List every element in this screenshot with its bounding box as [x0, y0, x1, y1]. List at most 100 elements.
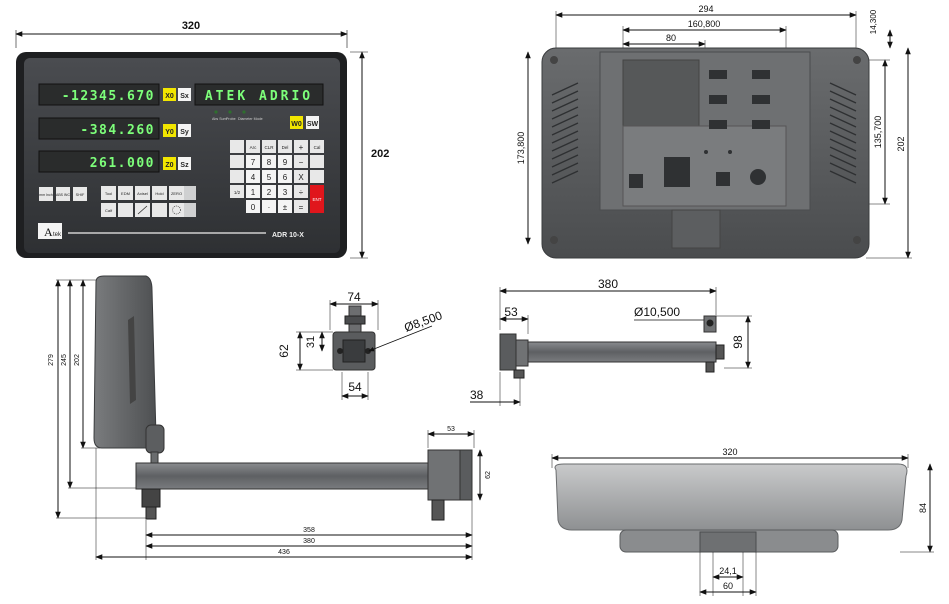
enter-key-label: ENT [313, 197, 322, 202]
circle-key[interactable] [169, 203, 184, 217]
folder-key[interactable] [118, 203, 133, 217]
rear-height2-label: 135,700 [873, 116, 883, 149]
mm-inch-key[interactable] [39, 187, 53, 201]
rear-width3-label: 80 [666, 33, 676, 43]
key-multiply[interactable] [294, 170, 308, 183]
key-4[interactable] [246, 170, 260, 183]
power-socket [664, 157, 690, 187]
arrow-up-key[interactable] [184, 186, 196, 200]
shift-y-key[interactable] [178, 124, 191, 137]
key-3[interactable] [278, 185, 292, 198]
port-6 [752, 120, 770, 129]
hold-key[interactable] [152, 186, 167, 200]
front-view: 320 202 -12345.670 X0 Sx ATEK ADRIO Abs … [15, 20, 389, 259]
keypad-fn-2[interactable] [230, 155, 244, 168]
key-6[interactable] [278, 170, 292, 183]
key-equals-label: = [299, 203, 304, 212]
keypad-plus-key[interactable] [294, 140, 308, 153]
keypad-arc-key[interactable] [246, 140, 260, 153]
key-6-label: 6 [283, 173, 288, 182]
w-key[interactable] [290, 116, 303, 129]
status-label-diameter: Diameter Mode [238, 117, 263, 121]
keypad-del-label: Del [282, 145, 289, 150]
key-3-label: 3 [283, 188, 288, 197]
enter-key[interactable] [310, 185, 324, 213]
side-grip [128, 316, 136, 404]
axis-x-key[interactable] [163, 88, 176, 101]
key-2[interactable] [262, 185, 276, 198]
key-func-b[interactable] [310, 170, 324, 183]
sw-key-label: SW [307, 121, 319, 128]
arm-length-label: 380 [598, 277, 618, 291]
edm-key[interactable] [118, 186, 133, 200]
bracket-view: 74 62 31 54 Ø8,500 [277, 290, 444, 400]
arrow-down-key[interactable] [184, 203, 196, 217]
keypad-fn-3[interactable] [230, 170, 244, 183]
shift-z-key-label: Sz [180, 162, 189, 169]
side-arm-bar [135, 462, 433, 490]
key-dot-label: · [268, 203, 271, 212]
shif-key[interactable] [73, 187, 87, 201]
axis-z-key[interactable] [163, 157, 176, 170]
angle-key[interactable] [152, 203, 167, 217]
key-func-a[interactable] [310, 155, 324, 168]
keypad-del-key[interactable] [278, 140, 292, 153]
keypad-half-key[interactable] [230, 185, 244, 198]
keypad-row-2: 4 5 6 X [246, 170, 324, 183]
key-equals[interactable] [294, 200, 308, 213]
keypad: Arc CLR Del + Cal 1/2 7 8 9 − [230, 140, 324, 213]
tool-keys: Tool EDM Axisel Hold ZERO Calf [101, 186, 196, 217]
calf-key-label: Calf [105, 208, 113, 213]
message-display: ATEK ADRIO [194, 83, 324, 106]
bottom-base-label: 60 [723, 581, 733, 591]
key-plus-minus[interactable] [278, 200, 292, 213]
calf-key[interactable] [101, 203, 116, 217]
key-multiply-label: X [298, 173, 304, 182]
zero-key[interactable] [169, 186, 184, 200]
vent-left [551, 82, 579, 184]
message-display-text: ATEK ADRIO [205, 89, 313, 104]
bracket-top-label: 74 [347, 290, 361, 304]
keypad-clr-key[interactable] [262, 140, 276, 153]
axis-y-key[interactable] [163, 124, 176, 137]
key-divide[interactable] [294, 185, 308, 198]
rear-top-label: 14,300 [869, 9, 878, 34]
shift-z-key[interactable] [178, 157, 191, 170]
shift-x-key[interactable] [178, 88, 191, 101]
bracket-left-label: 62 [277, 344, 291, 358]
key-minus[interactable] [294, 155, 308, 168]
axis-y-key-label: Y0 [165, 129, 174, 136]
key-0[interactable] [246, 200, 260, 213]
key-7[interactable] [246, 155, 260, 168]
side-pivot [145, 424, 165, 454]
round-connector [750, 169, 766, 185]
key-1[interactable] [246, 185, 260, 198]
keypad-row-3: 1 2 3 ÷ [246, 185, 308, 198]
tool-key-label: Tool [105, 191, 112, 196]
keypad-cal-key[interactable] [310, 140, 324, 153]
key-dot[interactable] [262, 200, 276, 213]
tool-key[interactable] [101, 186, 116, 200]
arm-offset-label: 53 [504, 305, 518, 319]
keypad-fn-1[interactable] [230, 140, 244, 153]
abs-inc-key[interactable] [56, 187, 70, 201]
edm-key-label: EDM [121, 191, 130, 196]
key-2-label: 2 [267, 188, 272, 197]
rear-height-label: 173,800 [516, 132, 526, 165]
mm-inch-key-label: mm Inch [39, 193, 52, 197]
side-height-279: 279 [48, 354, 55, 366]
key-9[interactable] [278, 155, 292, 168]
sw-key[interactable] [306, 116, 319, 129]
shift-y-key-label: Sy [180, 129, 189, 136]
key-8[interactable] [262, 155, 276, 168]
arm-foot-label: 38 [470, 388, 484, 402]
readout-z: 261.000 Z0 Sz [38, 150, 191, 173]
readout-x-value: -12345.670 [62, 89, 155, 104]
keypad-cal-label: Cal [314, 145, 321, 150]
key-divide-label: ÷ [299, 188, 304, 197]
bottom-slot-label: 24,1 [719, 566, 737, 576]
axisel-key-label: Axisel [137, 191, 148, 196]
axisel-key[interactable] [135, 186, 150, 200]
key-5[interactable] [262, 170, 276, 183]
